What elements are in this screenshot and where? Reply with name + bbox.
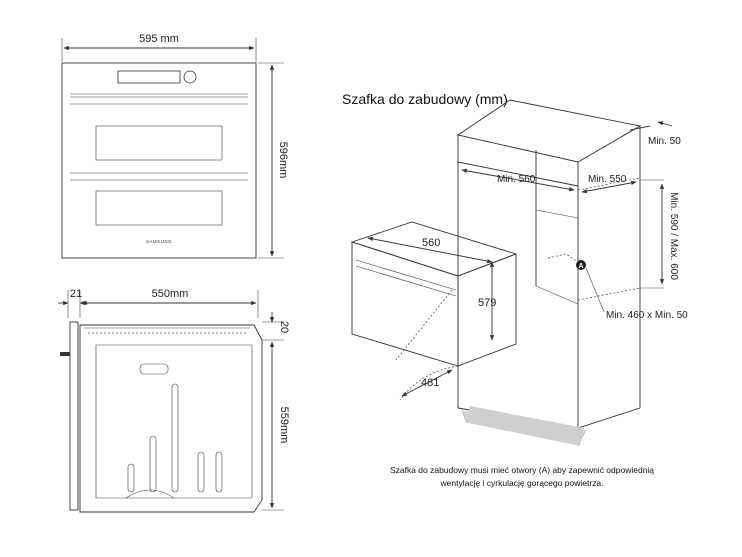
note-line-1: Szafka do zabudowy musi mieć otwory (A) …	[390, 465, 654, 475]
brand-logo: SAMSUNG	[146, 239, 172, 244]
side-slot-4	[215, 451, 223, 493]
top-gap-label: Min. 50	[648, 136, 681, 147]
side-door-panel	[69, 321, 79, 511]
top-right-dashed	[577, 177, 641, 191]
top-gap-arrow	[657, 121, 673, 127]
min-width-dimension-line	[461, 168, 575, 192]
oven-handle	[355, 259, 457, 291]
vent-opening-outline	[547, 253, 579, 263]
cabinet-plinth-shade	[466, 406, 584, 446]
bottom-right-dashed	[577, 287, 641, 301]
oven-width-dimension-line	[367, 236, 493, 264]
door-depth-label: 21	[70, 288, 82, 300]
niche-back-top	[535, 209, 579, 219]
side-slot-3	[197, 451, 205, 493]
door-swing-dimension-line	[401, 369, 453, 397]
side-slot-5	[127, 463, 135, 493]
side-body-outline	[79, 324, 263, 513]
min-depth-label: Min. 550	[588, 174, 627, 185]
side-slot-1	[149, 435, 157, 493]
cabinet-title: Szafka do zabudowy (mm)	[342, 91, 508, 107]
body-depth-label: 550mm	[152, 288, 189, 300]
min-depth-dimension-line	[581, 180, 637, 194]
opening-leader	[585, 267, 605, 313]
front-height-label: 596mm	[277, 142, 289, 179]
door-swing-line	[395, 289, 453, 361]
vent-marker	[576, 260, 586, 270]
cabinet-top	[456, 99, 642, 163]
control-knob	[183, 70, 197, 84]
side-bottom-curve	[125, 489, 175, 499]
side-door-handle	[60, 352, 70, 356]
oven-front-outline	[61, 62, 257, 259]
front-width-label: 595 mm	[139, 33, 179, 45]
min-width-label: Min. 560	[497, 174, 536, 185]
opening-label: Min. 460 x Min. 50	[606, 310, 688, 321]
lower-window	[95, 190, 223, 226]
oven-height-label: 579	[478, 297, 496, 309]
body-height-label: 559mm	[278, 407, 290, 444]
top-gap-line	[629, 125, 651, 131]
side-inner-cavity	[95, 344, 253, 499]
oven-door-line	[355, 265, 457, 297]
cab-height-label: Min. 590 / Max. 600	[668, 192, 679, 280]
vent-marker-label: A	[578, 263, 583, 270]
note-line-2: wentylację i cyrkulację gorącego powietr…	[440, 478, 604, 488]
niche-floor	[535, 285, 579, 305]
oven-width-label: 560	[422, 237, 440, 249]
upper-window	[95, 125, 223, 161]
control-display	[117, 70, 181, 84]
top-offset-label: 20	[278, 321, 290, 333]
door-swing-label: 481	[421, 377, 439, 389]
side-top-slot	[139, 363, 169, 375]
cabinet-diagram: Szafka do zabudowy (mm) Min. 590 / Max. …	[342, 91, 688, 488]
oven-side	[457, 253, 517, 367]
side-view: 21 550mm 20 559mm	[58, 288, 290, 513]
front-view: 595 mm SAMSUNG 596mm	[61, 33, 289, 259]
side-slot-2	[171, 383, 179, 493]
oven-front	[351, 241, 459, 367]
